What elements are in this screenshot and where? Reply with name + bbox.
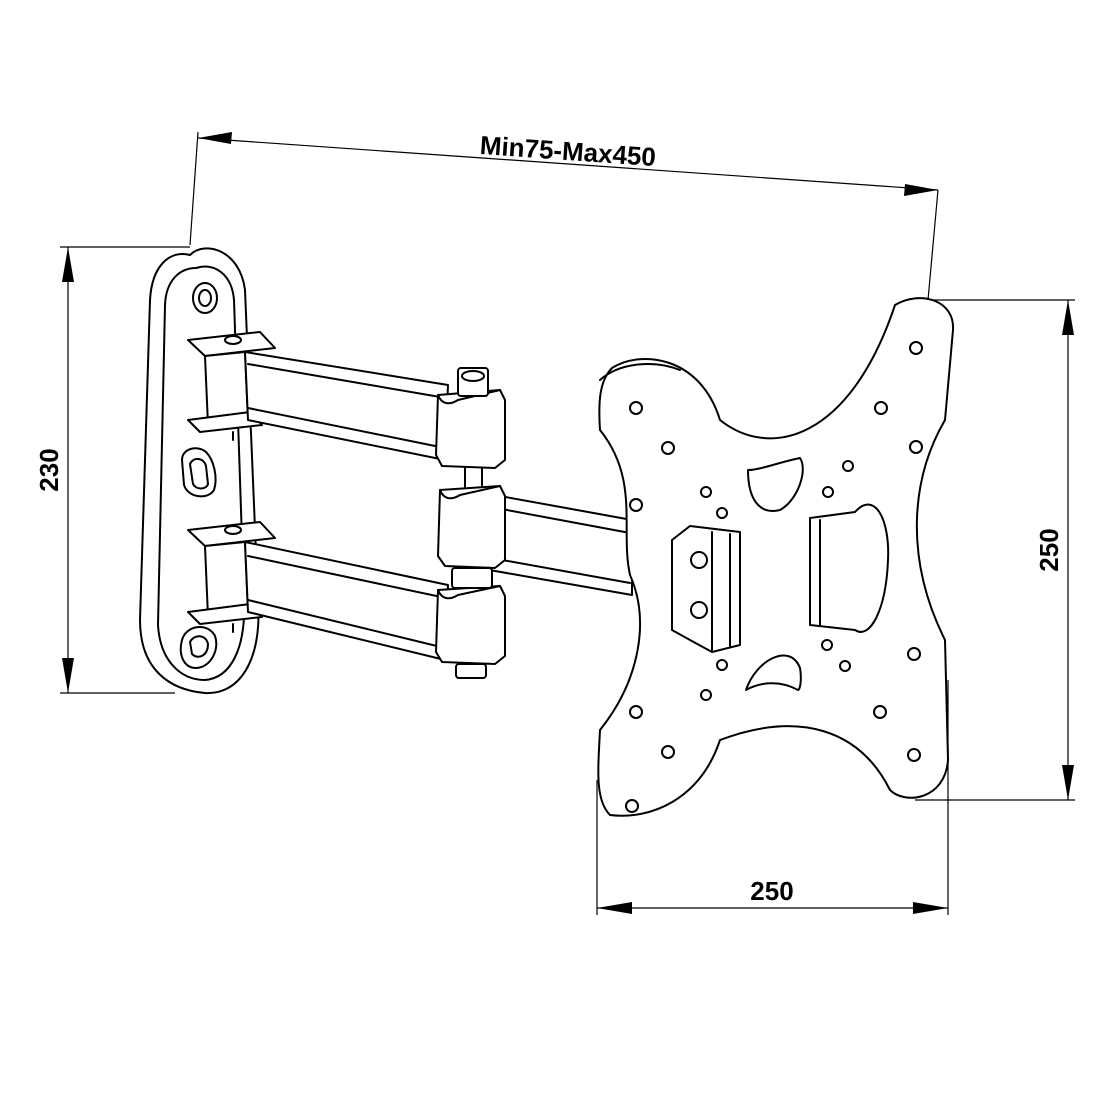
- extension-dimension-line: [197, 137, 939, 191]
- plate-height-arrow-bottom: [62, 658, 74, 693]
- lower-arm: [244, 541, 506, 679]
- vesa-plate-cutout-top: [747, 457, 804, 512]
- vesa-mounting-holes: [625, 341, 923, 813]
- vesa-plate-window-right: [809, 503, 890, 633]
- dimension-vesa-height: 250: [915, 299, 1075, 801]
- extension-arrow-right: [904, 184, 938, 196]
- plate-height-arrow-top: [62, 247, 74, 282]
- vesa-width-arrow-right: [913, 902, 948, 914]
- plate-height-label: 230: [34, 448, 64, 491]
- vesa-width-arrow-left: [597, 902, 632, 914]
- lower-hinge-bracket: [187, 521, 276, 633]
- middle-arm: [437, 485, 633, 596]
- upper-hinge-bracket: [187, 331, 276, 441]
- extension-arrow-left: [198, 132, 232, 144]
- vesa-height-label: 250: [1034, 528, 1064, 571]
- extension-witness-left: [189, 131, 199, 246]
- dimension-wall-plate-height: 230: [34, 246, 190, 694]
- vesa-plate-cutout-bottom: [745, 654, 802, 691]
- wall-plate-slot-bottom: [179, 626, 218, 669]
- vesa-plate-hinge-block: [671, 525, 741, 653]
- dimension-vesa-width: 250: [596, 680, 949, 915]
- dimension-arm-extension: Min75-Max450: [189, 130, 939, 301]
- vesa-height-arrow-bottom: [1062, 765, 1074, 800]
- upper-arm: [244, 351, 506, 491]
- wall-plate-slot-middle: [181, 447, 217, 498]
- extension-label: Min75-Max450: [479, 130, 657, 172]
- vesa-height-arrow-top: [1062, 300, 1074, 335]
- vesa-width-label: 250: [750, 876, 793, 906]
- extension-witness-right: [927, 189, 939, 301]
- wall-plate: [139, 247, 260, 695]
- vesa-plate: [597, 297, 955, 817]
- wall-plate-screw-hole-top: [192, 282, 218, 314]
